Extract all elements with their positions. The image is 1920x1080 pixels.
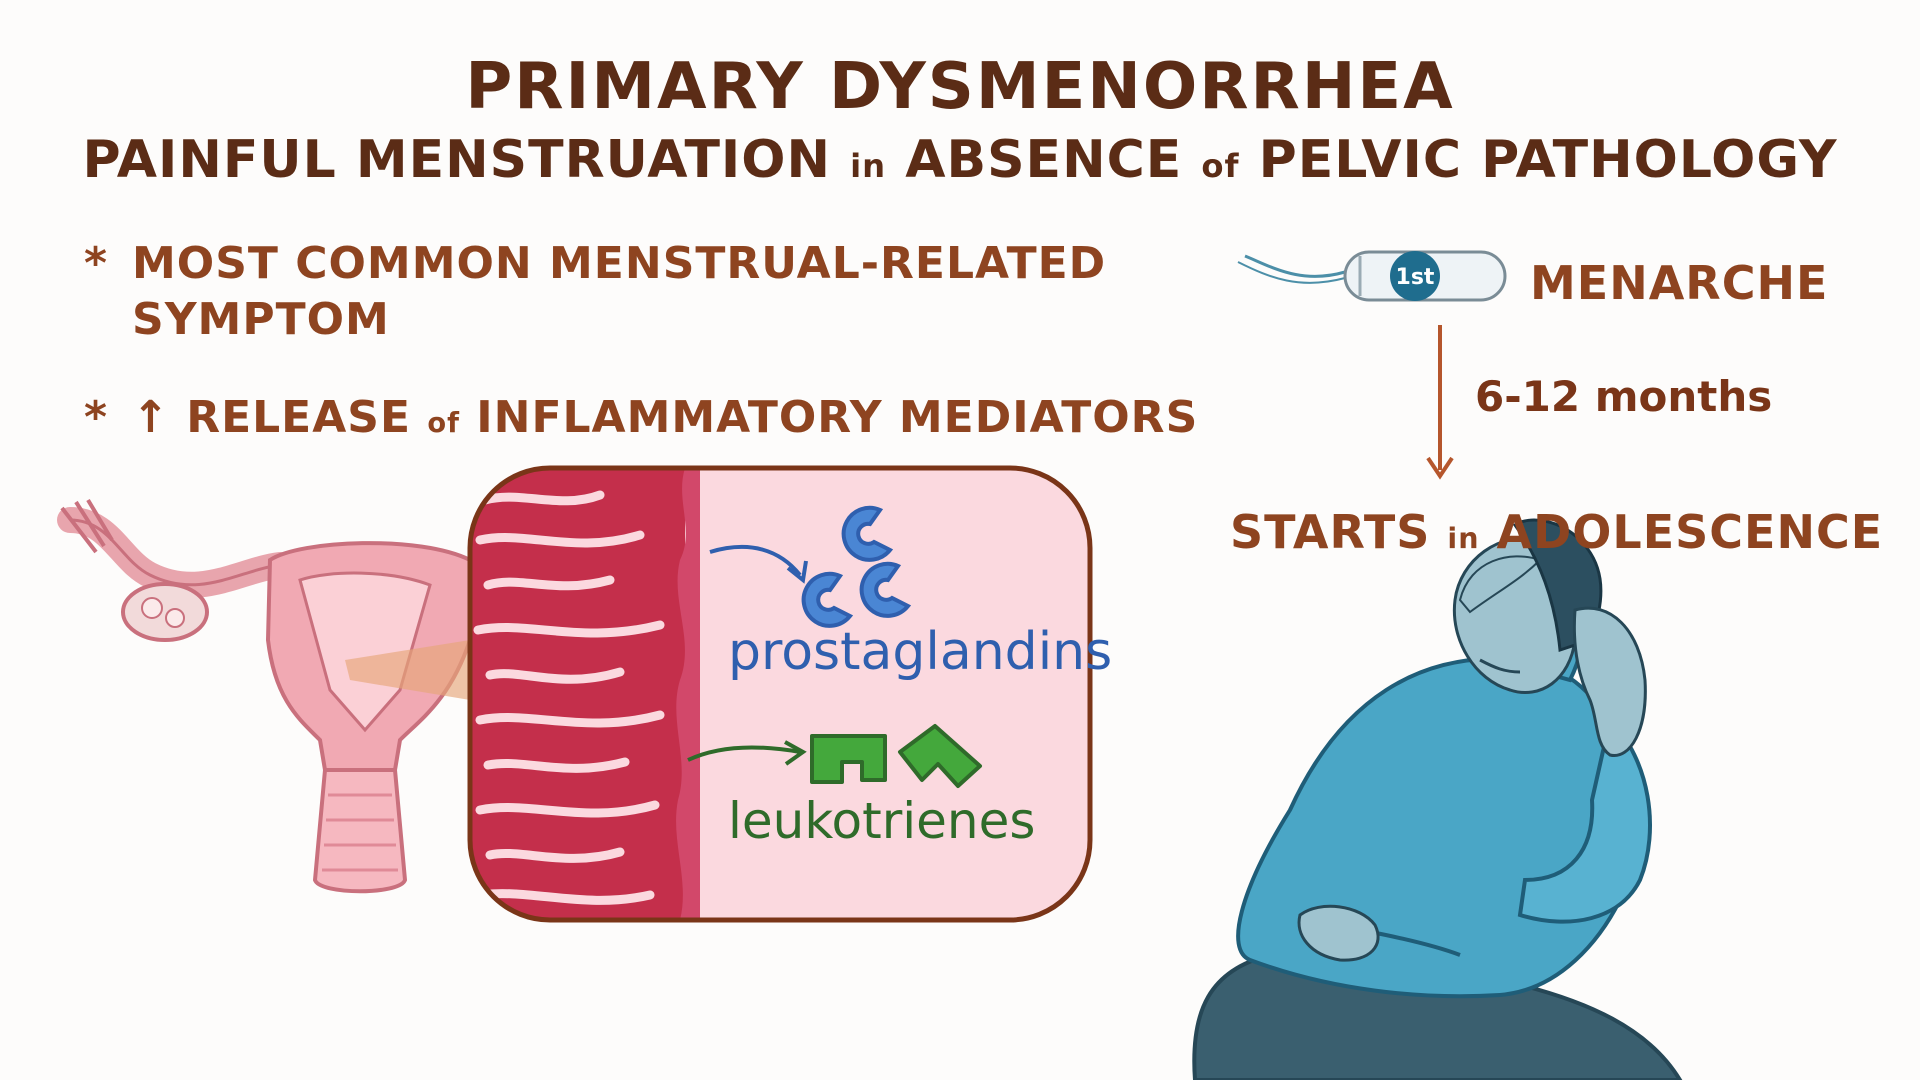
subtitle-part3: PELVIC PATHOLOGY bbox=[1239, 130, 1838, 190]
start-part1: STARTS bbox=[1230, 505, 1448, 559]
uterus-illustration bbox=[57, 498, 472, 894]
subtitle-of: of bbox=[1201, 147, 1240, 185]
prostaglandins-label: prostaglandins bbox=[728, 622, 1113, 682]
bullet-1-line-1: MOST COMMON MENSTRUAL-RELATED bbox=[132, 238, 1107, 289]
leukotriene-molecules bbox=[810, 724, 982, 788]
start-part2: ADOLESCENCE bbox=[1479, 505, 1884, 559]
woman-in-pain-illustration bbox=[1192, 518, 1683, 1080]
tampon-label: 1st bbox=[1396, 265, 1435, 290]
subtitle-in: in bbox=[850, 147, 887, 185]
up-arrow-icon: ↑ bbox=[132, 392, 170, 443]
subtitle-part1: PAINFUL MENSTRUATION bbox=[82, 130, 851, 190]
start-in: in bbox=[1447, 522, 1480, 555]
bullet-2-part2: INFLAMMATORY MEDIATORS bbox=[459, 392, 1199, 443]
bullet-2-part1: RELEASE bbox=[169, 392, 428, 443]
leukotrienes-label: leukotrienes bbox=[728, 792, 1036, 850]
page-title: PRIMARY DYSMENORRHEA bbox=[465, 50, 1455, 124]
bullet-2-of: of bbox=[427, 408, 460, 439]
interval-label: 6-12 months bbox=[1475, 372, 1773, 421]
timeline-arrow bbox=[1426, 325, 1454, 480]
bullet-2: ↑ RELEASE of INFLAMMATORY MEDIATORS bbox=[132, 390, 1198, 452]
subtitle-part2: ABSENCE bbox=[886, 130, 1202, 190]
bullet-1-line-2: SYMPTOM bbox=[132, 294, 390, 345]
adolescence-label: STARTS in ADOLESCENCE bbox=[1230, 505, 1883, 559]
bullet-marker-2: * bbox=[84, 392, 108, 443]
prostaglandin-molecules bbox=[801, 505, 912, 628]
bullet-marker-1: * bbox=[84, 238, 108, 289]
menarche-label: MENARCHE bbox=[1530, 256, 1829, 310]
tampon-icon: 1st bbox=[1237, 250, 1507, 302]
page-subtitle: PAINFUL MENSTRUATION in ABSENCE of PELVI… bbox=[0, 130, 1920, 190]
endometrium-zoom-panel bbox=[467, 465, 1093, 923]
